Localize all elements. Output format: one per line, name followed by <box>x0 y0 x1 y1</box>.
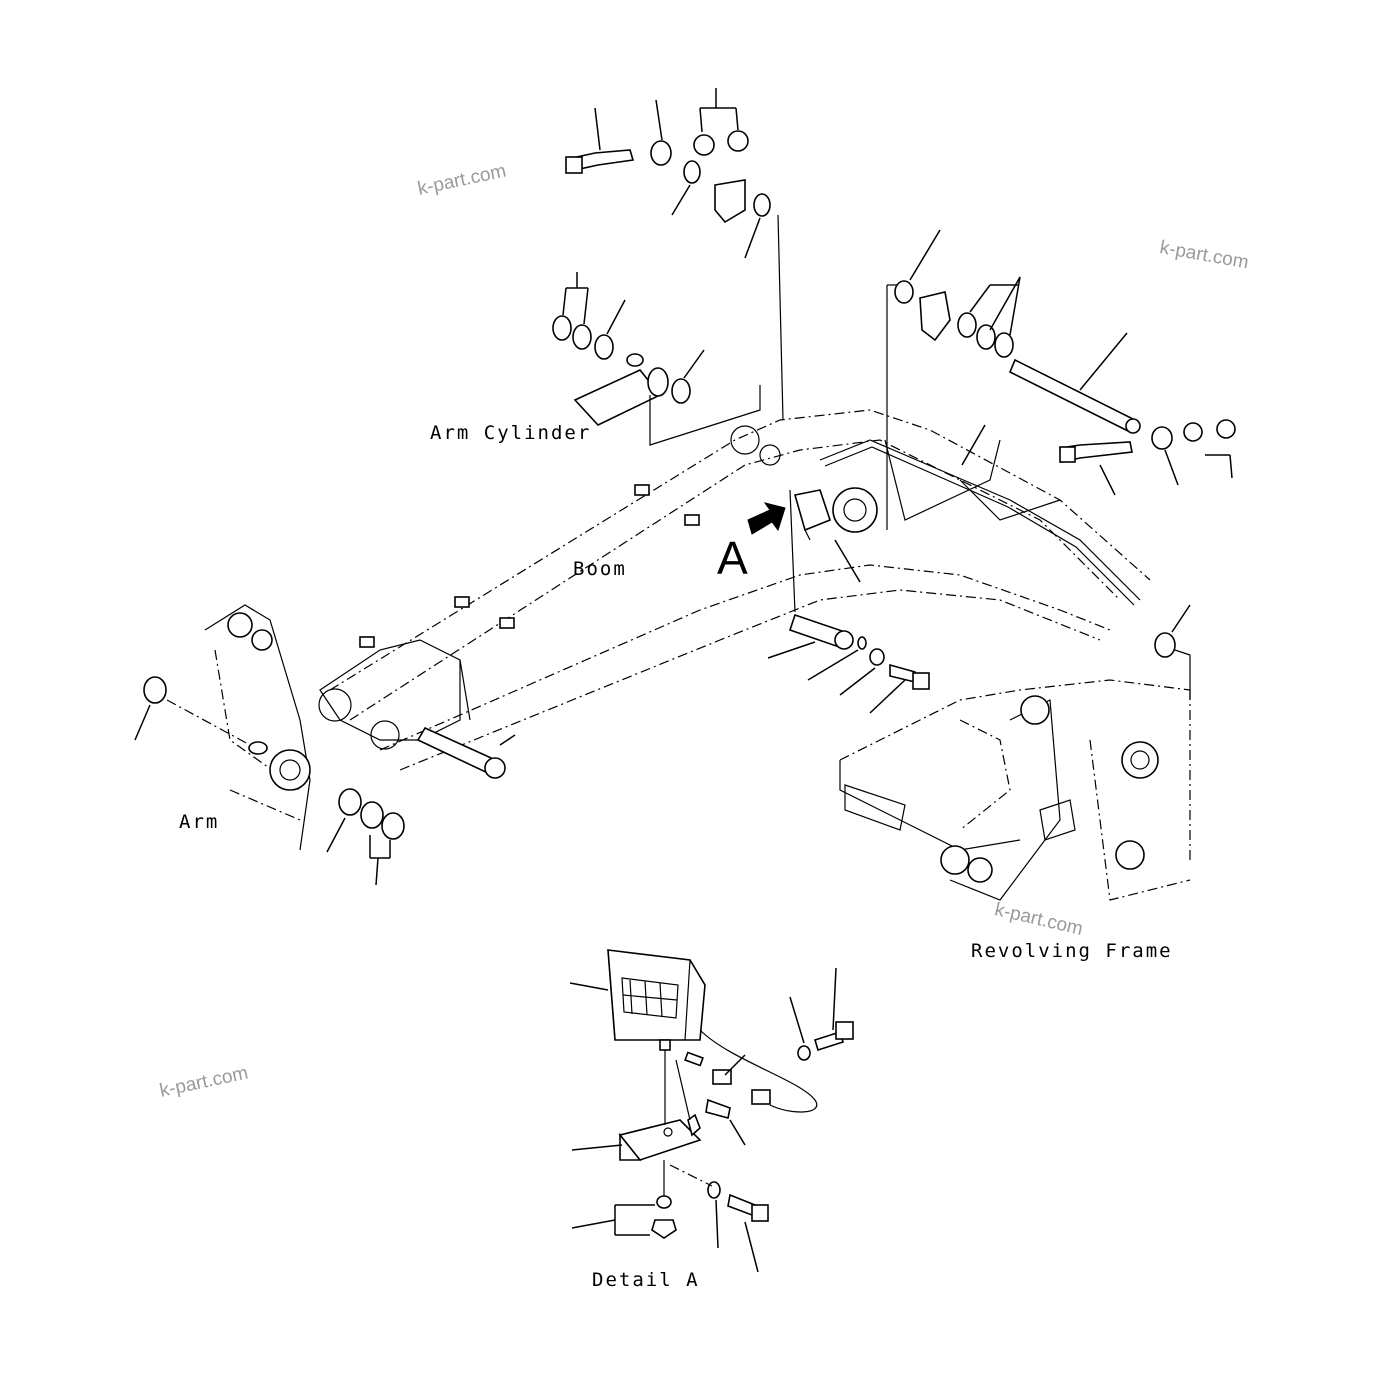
revolving-frame <box>839 679 1191 901</box>
detail-a-label: Detail A <box>592 1269 700 1291</box>
top-pin-group <box>565 88 784 421</box>
arm-cylinder-label: Arm Cylinder <box>430 422 592 444</box>
arm-cyl-washer-group <box>552 272 705 404</box>
revolving-frame-label: Revolving Frame <box>971 940 1173 962</box>
arm-label: Arm <box>179 811 220 833</box>
arm-cylinder <box>573 353 761 446</box>
view-a-letter: A <box>717 532 748 584</box>
boom-label: Boom <box>573 558 627 580</box>
boom-foot-pin-group <box>767 489 930 714</box>
boom-top-pin-group <box>886 229 1236 530</box>
arm <box>204 604 311 851</box>
boom <box>318 409 1151 771</box>
detail-a <box>569 949 854 1273</box>
arm-pin-group <box>134 604 1191 886</box>
view-arrow <box>747 502 786 535</box>
work-light-callout <box>747 489 831 541</box>
